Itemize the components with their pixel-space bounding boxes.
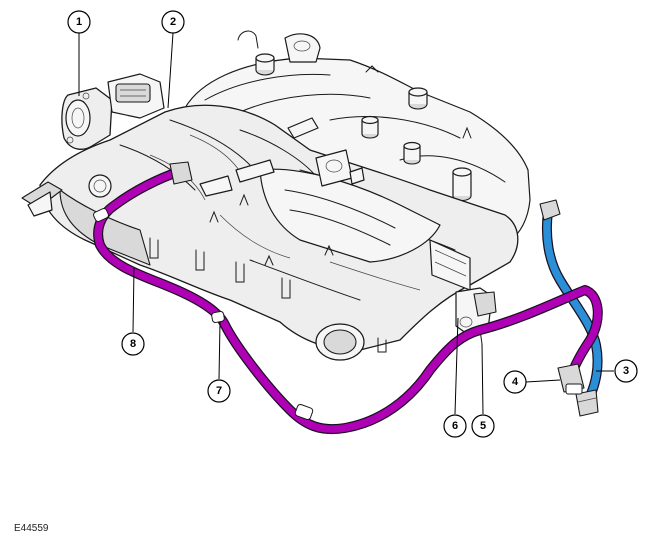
callout-4-label: 4 [512, 376, 519, 388]
callout-3: 3 [614, 359, 638, 383]
callout-3-label: 3 [623, 365, 629, 377]
callouts: 1 2 3 4 5 6 7 8 [67, 10, 638, 438]
callout-5: 5 [471, 414, 495, 438]
callout-5-label: 5 [480, 420, 486, 432]
hose-purple [93, 161, 603, 434]
callout-7-label: 7 [216, 385, 222, 397]
callout-2-label: 2 [170, 16, 176, 28]
callout-4: 4 [503, 370, 527, 394]
callout-8: 8 [121, 332, 145, 356]
callout-6-label: 6 [452, 420, 458, 432]
callout-8-label: 8 [130, 338, 136, 350]
throttle-body [61, 73, 165, 150]
callout-1-label: 1 [76, 16, 82, 28]
callout-2: 2 [161, 10, 185, 34]
manifold-lower-body [21, 104, 519, 361]
central-fittings [199, 117, 365, 197]
purge-valve-assembly [455, 287, 497, 345]
callout-6: 6 [443, 414, 467, 438]
hose-blue [539, 199, 603, 417]
figure-id: E44559 [14, 523, 49, 534]
callout-1: 1 [67, 10, 91, 34]
callout-7: 7 [207, 379, 231, 403]
